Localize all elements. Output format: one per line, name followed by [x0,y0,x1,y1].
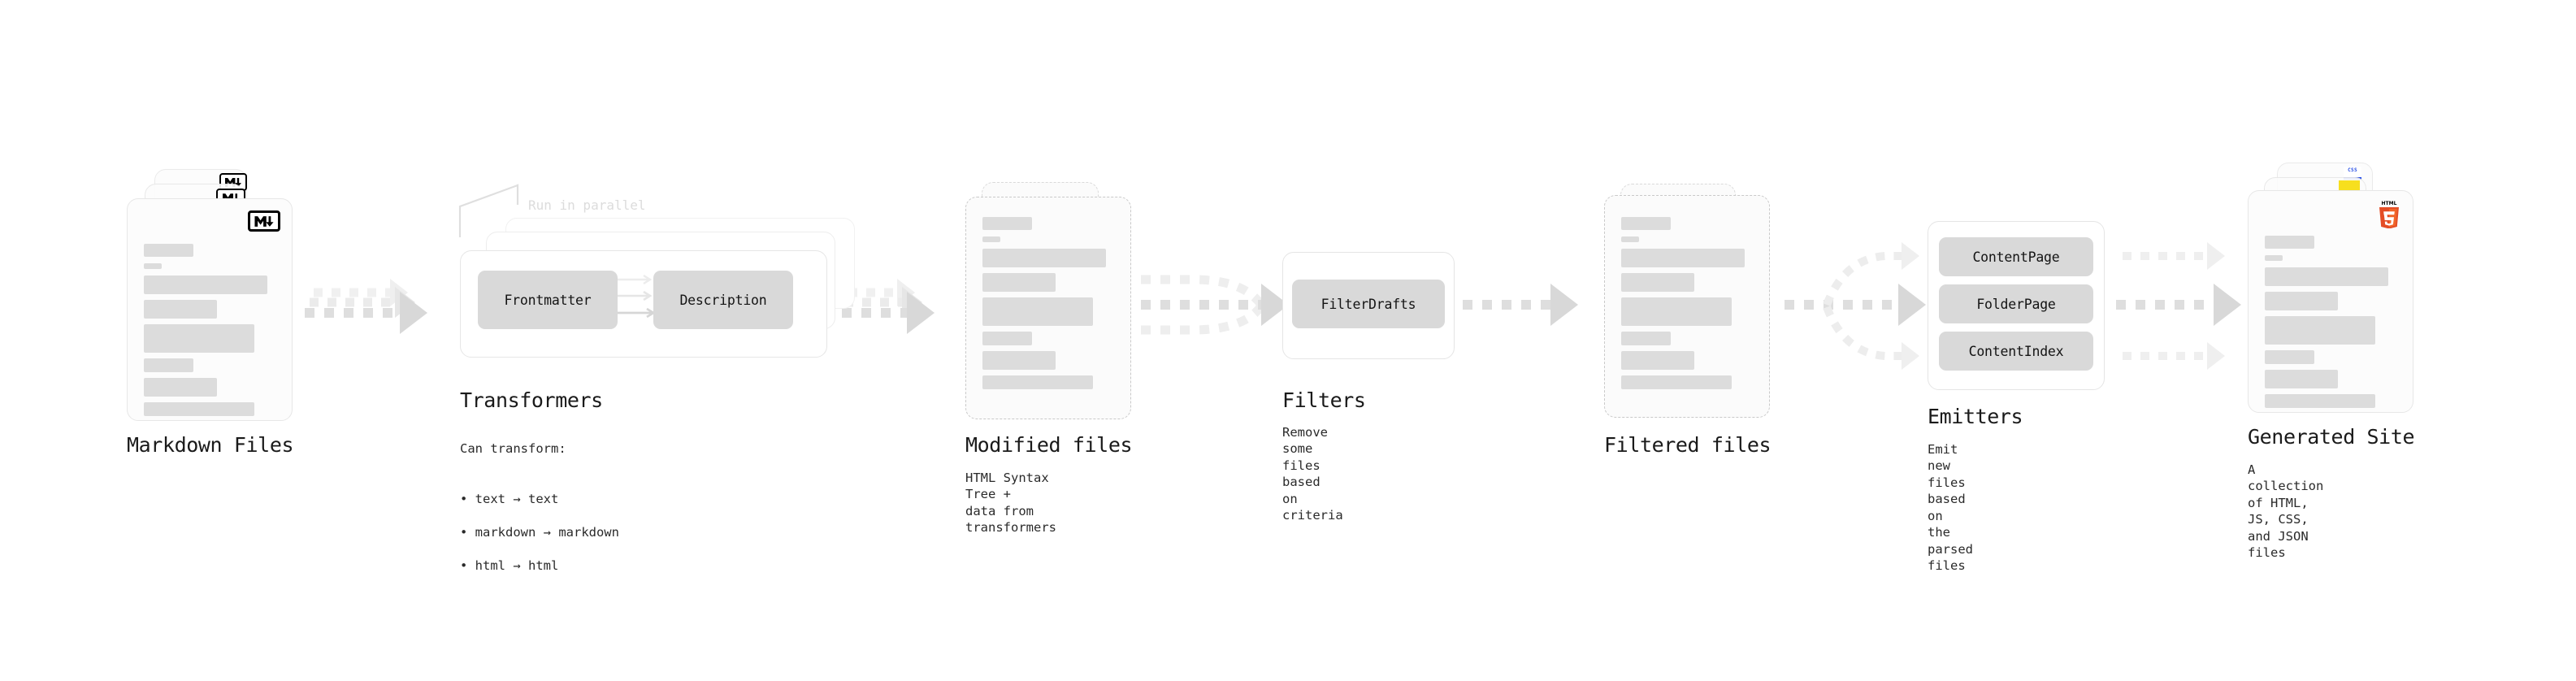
transformer-chip-label: Description [679,292,767,308]
transformer-chip-label: Frontmatter [504,292,592,308]
transform-heading: Can transform: [460,441,566,457]
transform-bullet: text → text [460,491,619,507]
markdown-file-card [127,198,293,421]
stage-title-transformers: Transformers [460,388,603,412]
content-bar [2265,255,2283,261]
stage-title-modified-files: Modified files [965,433,1133,457]
content-bar [1621,297,1732,326]
filter-chip-filterdrafts[interactable]: FilterDrafts [1292,280,1445,328]
connector-md-to-transformers [305,279,427,334]
stage-title-filters: Filters [1282,388,1366,412]
content-bar [982,273,1056,292]
transformer-chip-frontmatter[interactable]: Frontmatter [478,271,618,329]
emitter-chip-label: ContentPage [1972,249,2060,265]
content-bar [1621,273,1694,292]
modified-file-card [965,197,1131,419]
content-bar [982,236,1000,242]
transform-bullet-list: text → text markdown → markdown html → h… [460,474,619,590]
transform-bullet: html → html [460,557,619,574]
generated-file-card: HTML [2248,190,2413,413]
connector-modified-to-filters [1141,275,1289,335]
content-bar [144,324,254,353]
stage-title-emitters: Emitters [1928,405,2023,428]
content-bar [1621,375,1732,389]
content-bar [1621,217,1671,230]
svg-text:HTML: HTML [2382,201,2397,206]
content-bar [2265,267,2388,286]
run-in-parallel-label: Run in parallel [528,197,646,213]
connector-filters-to-filtered [1463,284,1578,326]
stage-subtitle-filters: Remove some files based on criteria [1282,425,1343,523]
content-bar [982,217,1032,230]
content-bar [2265,236,2314,249]
markdown-icon [248,210,280,232]
content-bar [144,275,267,294]
content-bar [1621,332,1671,345]
content-bar [1621,249,1745,267]
content-bar [2265,292,2338,310]
content-bar [144,300,217,319]
content-bar [1621,351,1694,370]
stage-subtitle-emitters: Emit new files based on the parsed files [1928,442,1973,574]
html5-icon: HTML [2377,199,2401,232]
filtered-file-card [1604,195,1770,418]
content-bar [982,332,1032,345]
stage-subtitle-transformers: Can transform: text → text markdown → ma… [460,424,619,607]
content-bar [2265,370,2338,388]
stage-subtitle-generated-site: A collection of HTML, JS, CSS, and JSON … [2248,462,2324,561]
content-bar [982,249,1106,267]
content-bar [982,375,1093,389]
stage-title-filtered-files: Filtered files [1604,433,1772,457]
content-bar [2265,394,2375,408]
connector-filtered-to-emitters [1785,242,1926,370]
filter-chip-label: FilterDrafts [1321,296,1416,312]
content-bar [982,351,1056,370]
transformer-chip-description[interactable]: Description [653,271,793,329]
content-bar [144,358,193,372]
emitter-chip-label: ContentIndex [1968,343,2064,359]
transformer-inner-arrows [614,274,656,319]
connector-emitters-to-site [2116,242,2241,370]
content-bar [2265,316,2375,345]
stage-subtitle-modified-files: HTML Syntax Tree + data from transformer… [965,471,1056,536]
emitter-chip-folderpage[interactable]: FolderPage [1939,284,2093,323]
stage-title-generated-site: Generated Site [2248,425,2415,449]
content-bar [144,263,162,269]
emitter-chip-label: FolderPage [1976,296,2056,312]
content-bar [982,297,1093,326]
stage-title-markdown-files: Markdown Files [127,433,294,457]
emitter-chip-contentindex[interactable]: ContentIndex [1939,332,2093,371]
content-bar [2265,350,2314,364]
content-bar [1621,236,1639,242]
content-bar [144,244,193,257]
emitter-chip-contentpage[interactable]: ContentPage [1939,237,2093,276]
content-bar [144,378,217,397]
content-bar [144,402,254,416]
transform-bullet: markdown → markdown [460,524,619,540]
